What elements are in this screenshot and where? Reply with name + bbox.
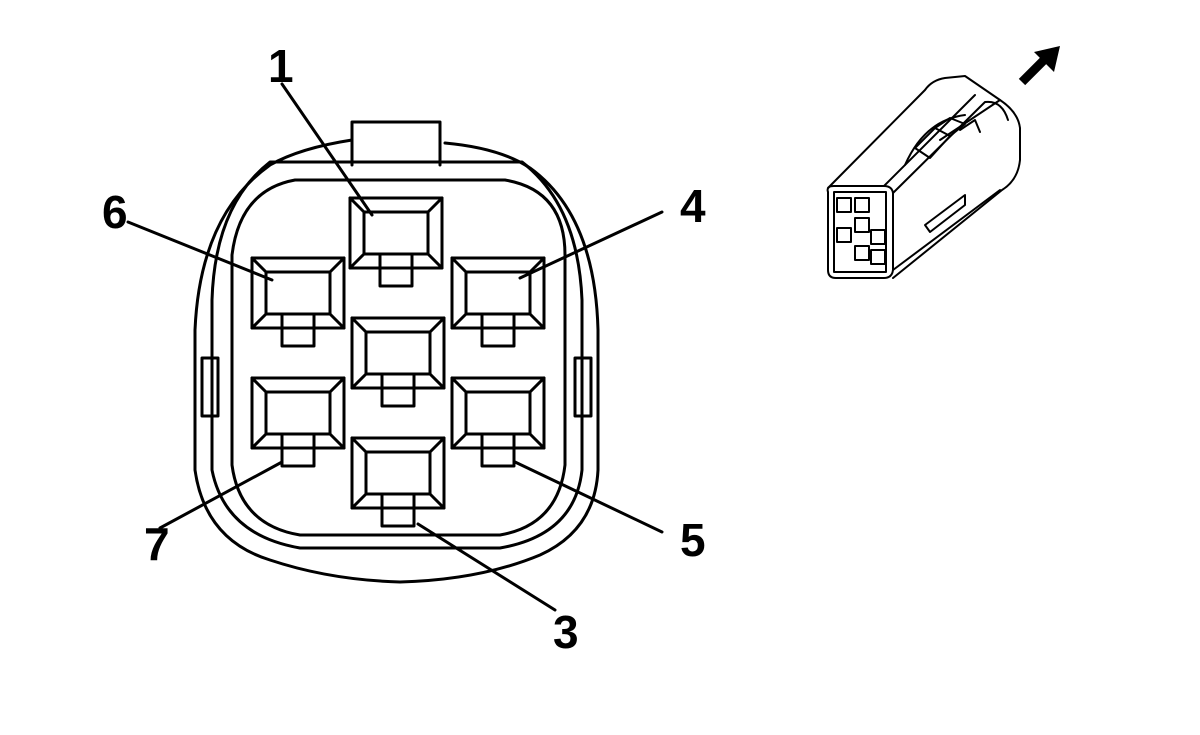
pin-label-7: 7 <box>144 518 170 570</box>
pin-label-1: 1 <box>268 40 294 92</box>
pin-label-6: 6 <box>102 186 128 238</box>
leader-pin-5 <box>513 460 664 534</box>
outer-shell <box>193 138 600 584</box>
arrow-icon <box>1018 46 1060 86</box>
latch-tab <box>350 120 442 167</box>
leader-pin-7 <box>158 460 284 530</box>
terminal-cavity <box>350 436 446 528</box>
leader-pin-6 <box>126 220 274 282</box>
cavity-group <box>250 196 546 528</box>
connector-face <box>193 120 600 584</box>
terminal-cavity <box>250 256 346 348</box>
inset-connector <box>826 46 1060 279</box>
leader-pin-3 <box>416 522 557 612</box>
inner-face <box>230 178 567 537</box>
pin-labels: 1 6 4 7 5 3 <box>102 40 706 658</box>
leader-pin-1 <box>280 82 374 217</box>
terminal-cavity <box>450 256 546 348</box>
pin-label-3: 3 <box>553 606 579 658</box>
pin-label-4: 4 <box>680 180 706 232</box>
connector-housing-icon <box>826 75 1021 279</box>
terminal-cavity <box>350 316 446 408</box>
side-lock-left <box>200 356 220 418</box>
pin-label-5: 5 <box>680 514 706 566</box>
leader-pin-4 <box>518 210 664 280</box>
leader-lines <box>126 82 664 612</box>
terminal-cavity <box>450 376 546 468</box>
terminal-cavity <box>250 376 346 468</box>
terminal-cavity <box>348 196 444 288</box>
side-lock-right <box>573 356 593 418</box>
middle-shell <box>210 160 584 550</box>
